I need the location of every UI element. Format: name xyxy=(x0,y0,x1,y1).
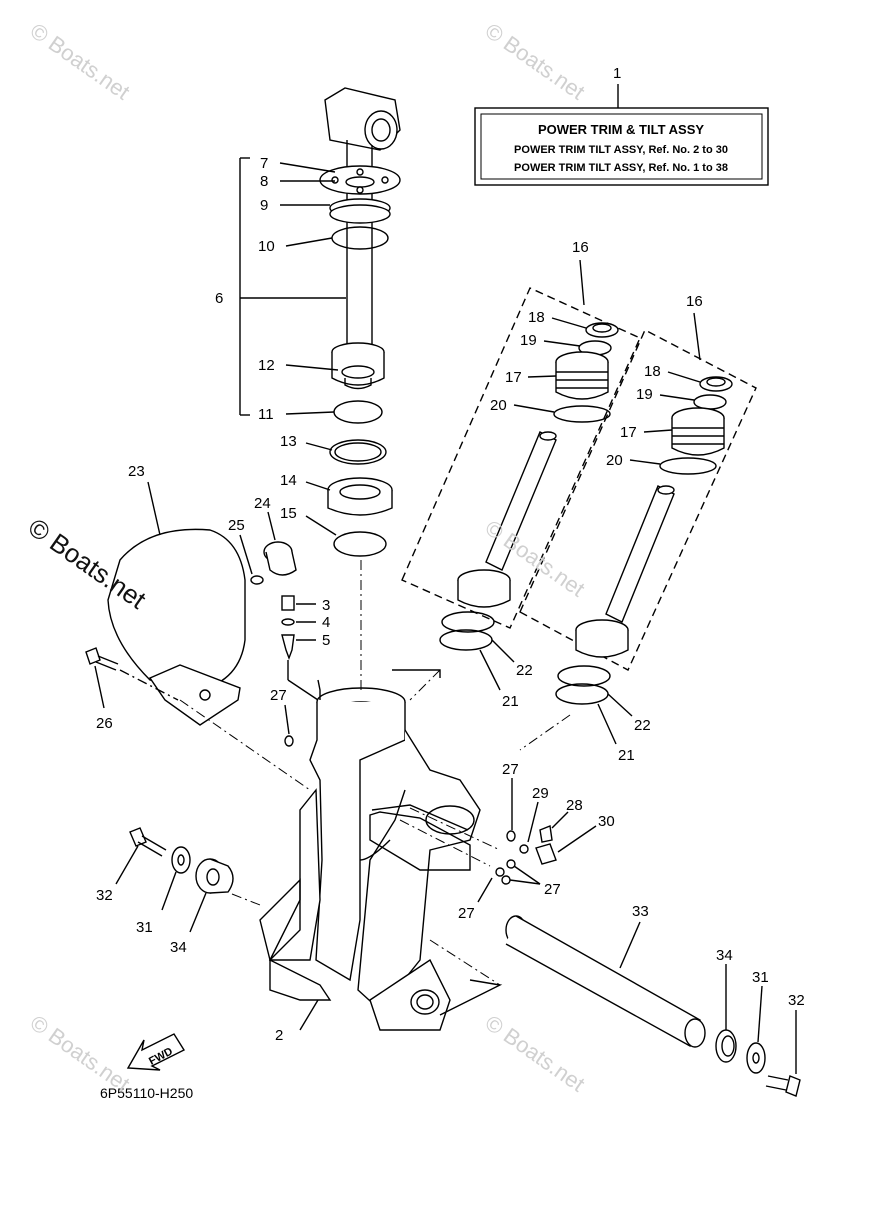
callout-6: 6 xyxy=(215,290,223,307)
callout-30: 30 xyxy=(598,813,615,830)
callout-29: 29 xyxy=(532,785,549,802)
callout-27a: 27 xyxy=(270,687,287,704)
valve-parts: 3 4 5 xyxy=(281,595,330,701)
callout-28: 28 xyxy=(566,797,583,814)
callout-13: 13 xyxy=(280,433,297,450)
callout-11: 11 xyxy=(258,406,274,423)
callout-2: 2 xyxy=(275,1027,283,1044)
callouts-ram: 7 8 9 10 6 12 11 13 14 15 xyxy=(215,155,339,536)
motor-cover: 23 xyxy=(107,463,246,726)
callout-32b: 32 xyxy=(788,992,805,1009)
callout-18b: 18 xyxy=(644,363,661,380)
callout-22b: 22 xyxy=(634,717,651,734)
callout-18a: 18 xyxy=(528,309,545,326)
callout-17a: 17 xyxy=(505,369,522,386)
tilt-ram-assembly xyxy=(239,87,401,557)
callout-31b: 31 xyxy=(752,969,769,986)
callout-10: 10 xyxy=(258,238,275,255)
callout-27c: 27 xyxy=(544,881,561,898)
callout-19a: 19 xyxy=(520,332,537,349)
callout-34a: 34 xyxy=(170,939,187,956)
trim-cylinder-left xyxy=(401,287,641,651)
callout-19b: 19 xyxy=(636,386,653,403)
callout-21b: 21 xyxy=(618,747,635,764)
callout-12: 12 xyxy=(258,357,275,374)
callout-23: 23 xyxy=(128,463,145,480)
callout-8: 8 xyxy=(260,173,268,190)
callout-34b: 34 xyxy=(716,947,733,964)
callout-14: 14 xyxy=(280,472,297,489)
callout-27b: 27 xyxy=(502,761,519,778)
fwd-arrow-icon: FWD xyxy=(126,1033,186,1071)
diagram-code: 6P55110-H250 xyxy=(100,1085,193,1101)
callout-21a: 21 xyxy=(502,693,519,710)
callout-16a: 16 xyxy=(572,239,589,256)
callout-17b: 17 xyxy=(620,424,637,441)
callout-7: 7 xyxy=(260,155,268,172)
callout-9: 9 xyxy=(260,197,268,214)
callout-32a: 32 xyxy=(96,887,113,904)
callout-3: 3 xyxy=(322,597,330,614)
main-housing: 2 xyxy=(259,687,481,1044)
bolt-26: 26 xyxy=(85,647,179,732)
title-box-line2: POWER TRIM TILT ASSY, Ref. No. 1 to 38 xyxy=(514,162,728,174)
callout-1: 1 xyxy=(613,65,621,82)
center-lines xyxy=(179,560,571,986)
callout-20a: 20 xyxy=(490,397,507,414)
title-box: 1 POWER TRIM & TILT ASSY POWER TRIM TILT… xyxy=(474,65,769,186)
title-box-title: POWER TRIM & TILT ASSY xyxy=(538,122,704,137)
title-box-line1: POWER TRIM TILT ASSY, Ref. No. 2 to 30 xyxy=(514,144,728,156)
callout-16b: 16 xyxy=(686,293,703,310)
callout-25: 25 xyxy=(228,517,245,534)
bearing-24: 24 25 xyxy=(228,495,297,585)
callout-22a: 22 xyxy=(516,662,533,679)
callout-27d: 27 xyxy=(458,905,475,922)
callout-26: 26 xyxy=(96,715,113,732)
small-fittings: 27 27 29 28 30 27 27 xyxy=(270,687,615,922)
callout-15: 15 xyxy=(280,505,297,522)
callouts-trim: 16 16 18 19 17 20 18 19 17 20 22 21 22 2… xyxy=(479,239,703,764)
body-extra-lines xyxy=(317,669,503,1016)
callout-4: 4 xyxy=(322,614,330,631)
tilt-pin: 33 34 31 32 xyxy=(505,903,805,1097)
callout-31a: 31 xyxy=(136,919,153,936)
callout-5: 5 xyxy=(322,632,330,649)
trim-cylinder-right xyxy=(519,329,757,705)
callout-20b: 20 xyxy=(606,452,623,469)
left-pin-parts: 32 31 34 xyxy=(96,827,234,956)
callout-24: 24 xyxy=(254,495,271,512)
callout-33: 33 xyxy=(632,903,649,920)
